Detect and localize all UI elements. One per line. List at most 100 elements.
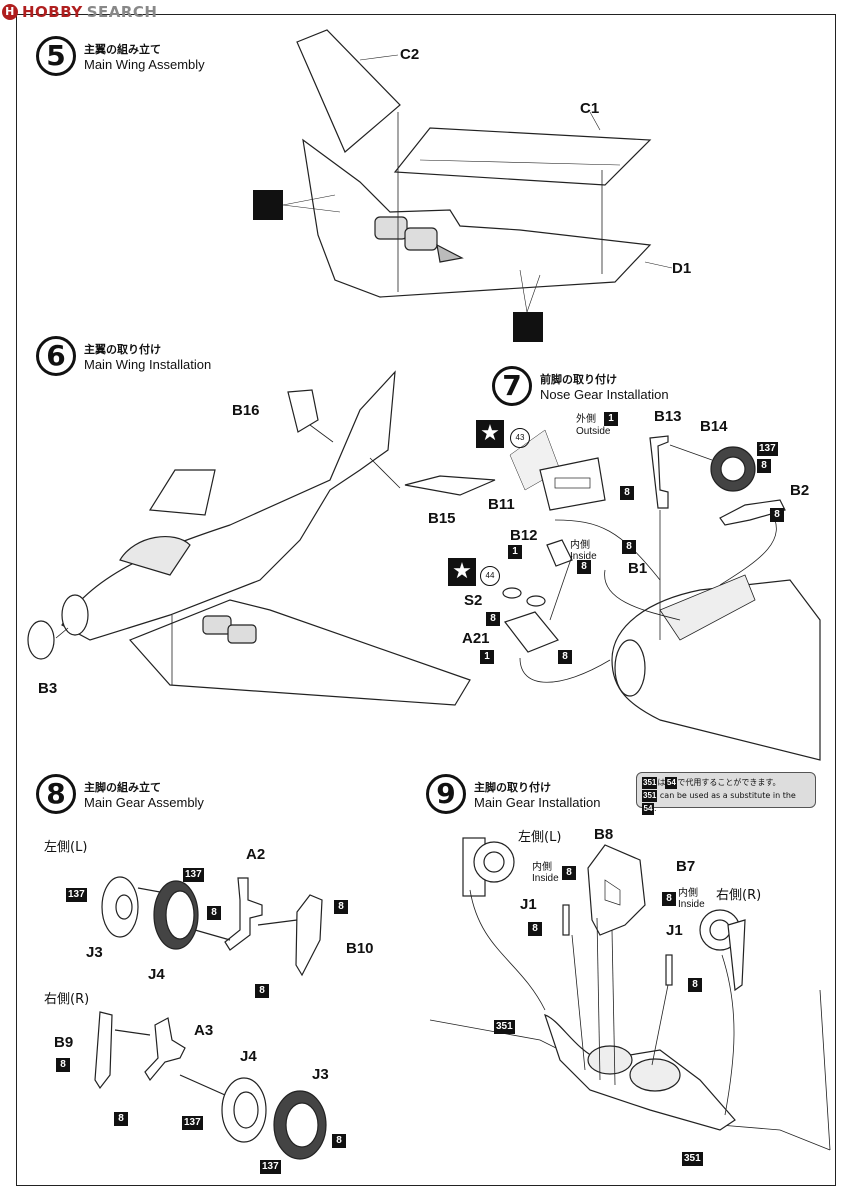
part-label-j4: J4	[148, 966, 165, 983]
color-code-8: 8	[558, 650, 572, 664]
color-code-351: 351	[682, 1152, 703, 1166]
color-code-8: 8	[577, 560, 591, 574]
part-label-b7: B7	[676, 858, 696, 875]
part-label-j1: J1	[666, 922, 683, 939]
part-label-j1: J1	[520, 896, 537, 913]
part-label-b8: B8	[594, 826, 614, 843]
step-number: 9	[426, 774, 466, 814]
part-label-b16: B16	[232, 402, 260, 419]
part-label-b1: B1	[628, 560, 648, 577]
step-title-jp: 主翼の組み立て	[84, 42, 161, 56]
color-code-8: 8	[528, 922, 542, 936]
color-code-1: 1	[480, 650, 494, 664]
color-code-351: 351	[494, 1020, 515, 1034]
color-code-1: 1	[508, 545, 522, 559]
color-code-54: 54	[665, 776, 678, 789]
step-number: 5	[36, 36, 76, 76]
part-label-b10: B10	[346, 940, 374, 957]
step-number: 8	[36, 774, 76, 814]
step5-wing-art	[282, 29, 673, 313]
color-code-8: 8	[486, 612, 500, 626]
color-code-8: 8	[622, 540, 636, 554]
part-label-b14: B14	[700, 418, 728, 435]
left-side-label: 左側(L)	[518, 830, 562, 845]
inside-label-en: Inside	[532, 873, 559, 884]
color-code-54: 54	[642, 802, 654, 815]
color-code-8: 8	[334, 900, 348, 914]
part-label-b13: B13	[654, 408, 682, 425]
part-label-s2: S2	[464, 592, 483, 609]
color-code-8: 8	[757, 459, 771, 473]
part-label-j3: J3	[86, 944, 103, 961]
step7-nosegear-art	[502, 429, 821, 761]
color-code-8: 8	[662, 892, 676, 906]
step-8-header: 8 主脚の組み立て Main Gear Assembly	[36, 774, 204, 814]
step-title-en: Main Gear Installation	[474, 794, 601, 810]
right-side-label: 右側(R)	[44, 992, 90, 1007]
part-label-b3: B3	[38, 680, 58, 697]
step-title-jp: 主脚の取り付け	[474, 780, 551, 794]
color-code-8: 8	[562, 866, 576, 880]
step-title-jp: 主脚の組み立て	[84, 780, 161, 794]
note-text-jp: で代用することができます。	[677, 778, 781, 787]
part-label-j4: J4	[240, 1048, 257, 1065]
inside-label-jp: 内側	[532, 862, 552, 873]
decal-number-43: 43	[510, 428, 530, 448]
step-title-en: Nose Gear Installation	[540, 386, 669, 402]
step-title-en: Main Wing Installation	[84, 356, 212, 372]
part-label-c1: C1	[580, 100, 600, 117]
logo-suffix: SEARCH	[86, 3, 158, 21]
part-label-b9: B9	[54, 1034, 74, 1051]
part-label-b15: B15	[428, 510, 456, 527]
color-code-351: 351	[642, 789, 658, 802]
drill-hole-icon	[513, 312, 543, 342]
star-decal-icon: ★	[448, 558, 476, 586]
color-code-8: 8	[207, 906, 221, 920]
color-code-351: 351	[642, 776, 658, 789]
part-label-d1: D1	[672, 260, 692, 277]
logo-brand: HOBBY	[22, 3, 83, 21]
part-label-a2: A2	[246, 846, 266, 863]
step-title-jp: 主翼の取り付け	[84, 342, 161, 356]
left-side-label: 左側(L)	[44, 840, 88, 855]
part-label-b2: B2	[790, 482, 810, 499]
page-frame	[16, 14, 836, 1186]
part-label-j3: J3	[312, 1066, 329, 1083]
note-text-en: can be used as a substitute in the	[657, 791, 796, 800]
note-connector-jp: は	[657, 778, 666, 787]
step-title-jp: 前脚の取り付け	[540, 372, 617, 386]
step6-aircraft-art	[27, 370, 496, 706]
step-title-en: Main Gear Assembly	[84, 794, 204, 810]
part-label-b11: B11	[488, 496, 515, 513]
inside-label-en: Inside	[570, 551, 597, 562]
color-code-137: 137	[182, 1116, 203, 1130]
step9-installation-art	[429, 837, 831, 1151]
logo-mark-icon: H	[2, 4, 18, 20]
hobby-search-logo: H HOBBY SEARCH	[2, 2, 158, 22]
color-code-8: 8	[770, 508, 784, 522]
star-decal-icon: ★	[476, 420, 504, 448]
part-label-c2: C2	[400, 46, 420, 63]
color-code-8: 8	[255, 984, 269, 998]
part-label-b12: B12	[510, 527, 538, 544]
drill-hole-icon	[253, 190, 283, 220]
decal-number-44: 44	[480, 566, 500, 586]
color-code-8: 8	[620, 486, 634, 500]
step-title-en: Main Wing Assembly	[84, 56, 205, 72]
color-code-8: 8	[332, 1134, 346, 1148]
note-text-end: .	[654, 804, 657, 813]
color-code-8: 8	[688, 978, 702, 992]
outside-label-en: Outside	[576, 426, 611, 437]
right-side-label: 右側(R)	[716, 888, 762, 903]
step-7-header: 7 前脚の取り付け Nose Gear Installation	[492, 366, 669, 406]
color-code-8: 8	[114, 1112, 128, 1126]
step-number: 7	[492, 366, 532, 406]
step-number: 6	[36, 336, 76, 376]
inside-label-jp: 内側	[570, 540, 590, 551]
color-code-137: 137	[183, 868, 204, 882]
color-code-1: 1	[604, 412, 618, 426]
step-6-header: 6 主翼の取り付け Main Wing Installation	[36, 336, 211, 376]
